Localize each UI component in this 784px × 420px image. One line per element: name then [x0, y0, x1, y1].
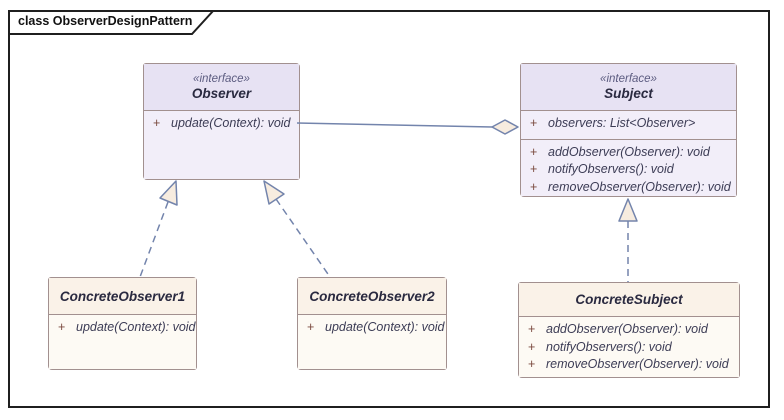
class-name-concrete-observer1: ConcreteObserver1: [59, 288, 186, 304]
uml-member: + update(Context): void: [49, 319, 196, 337]
visibility-marker: +: [153, 116, 161, 130]
visibility-marker: +: [58, 320, 66, 334]
class-header-subject: «interface» Subject: [521, 64, 736, 110]
uml-member: + notifyObservers(): void: [519, 339, 739, 357]
member-signature: observers: List<Observer>: [548, 116, 696, 130]
class-name-concrete-observer2: ConcreteObserver2: [309, 288, 435, 304]
class-header-concrete-observer1: ConcreteObserver1: [49, 278, 196, 314]
uml-member: + update(Context): void: [144, 115, 299, 133]
member-signature: addObserver(Observer): void: [546, 322, 708, 336]
member-signature: update(Context): void: [171, 116, 291, 130]
member-signature: addObserver(Observer): void: [548, 144, 710, 159]
class-header-concrete-subject: ConcreteSubject: [519, 283, 739, 316]
operations-compartment: + update(Context): void: [49, 314, 196, 369]
member-signature: notifyObservers(): void: [546, 339, 672, 354]
visibility-marker: +: [530, 162, 538, 176]
class-box-subject: «interface» Subject + observers: List<Ob…: [520, 63, 737, 197]
class-name-subject: Subject: [604, 86, 653, 101]
member-signature: removeObserver(Observer): void: [548, 179, 731, 194]
class-header-observer: «interface» Observer: [144, 64, 299, 110]
visibility-marker: +: [530, 116, 538, 130]
visibility-marker: +: [307, 320, 315, 334]
class-name-observer: Observer: [191, 86, 252, 101]
class-name-concrete-subject: ConcreteSubject: [575, 292, 683, 307]
visibility-marker: +: [530, 179, 538, 194]
class-box-concrete-observer1: ConcreteObserver1 + update(Context): voi…: [48, 277, 197, 370]
frame-title: class ObserverDesignPattern: [18, 14, 193, 28]
uml-member: + observers: List<Observer>: [521, 115, 736, 133]
operations-compartment: + update(Context): void: [298, 314, 446, 369]
operations-compartment: + addObserver(Observer): void + notifyOb…: [521, 138, 736, 197]
uml-member: + notifyObservers(): void: [521, 161, 736, 179]
stereotype-label: «interface»: [600, 73, 657, 85]
frame-tab-shape-icon: [8, 10, 216, 35]
visibility-marker: +: [528, 322, 536, 336]
operations-compartment: + addObserver(Observer): void + notifyOb…: [519, 316, 739, 377]
member-signature: update(Context): void: [325, 320, 445, 334]
attributes-compartment: + observers: List<Observer>: [521, 110, 736, 139]
uml-member: + removeObserver(Observer): void: [519, 356, 739, 374]
stereotype-label: «interface»: [193, 73, 250, 85]
class-box-concrete-observer2: ConcreteObserver2 + update(Context): voi…: [297, 277, 447, 370]
uml-member: + removeObserver(Observer): void: [521, 179, 736, 197]
uml-member: + addObserver(Observer): void: [521, 144, 736, 162]
class-box-concrete-subject: ConcreteSubject + addObserver(Observer):…: [518, 282, 740, 378]
member-signature: removeObserver(Observer): void: [546, 357, 729, 371]
diagram-frame: [8, 10, 770, 408]
visibility-marker: +: [528, 357, 536, 371]
uml-member: + update(Context): void: [298, 319, 446, 337]
class-box-observer: «interface» Observer + update(Context): …: [143, 63, 300, 180]
visibility-marker: +: [530, 144, 538, 159]
class-header-concrete-observer2: ConcreteObserver2: [298, 278, 446, 314]
visibility-marker: +: [528, 339, 536, 354]
operations-compartment: + update(Context): void: [144, 110, 299, 179]
uml-member: + addObserver(Observer): void: [519, 321, 739, 339]
frame-title-tab: class ObserverDesignPattern: [8, 10, 220, 36]
member-signature: update(Context): void: [76, 320, 196, 334]
member-signature: notifyObservers(): void: [548, 162, 674, 176]
